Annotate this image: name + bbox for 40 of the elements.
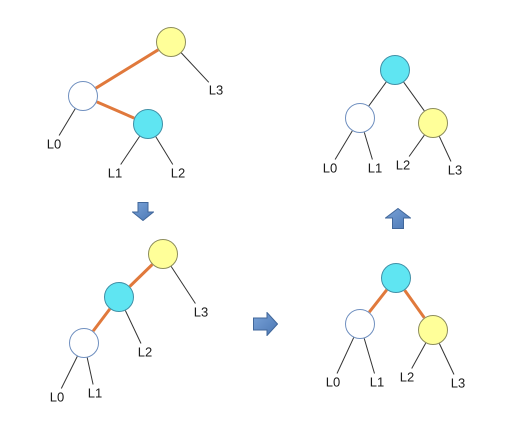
edge-line xyxy=(92,308,112,332)
edge-line xyxy=(408,134,425,157)
leaf-label: L0 xyxy=(322,160,338,176)
edge-line xyxy=(128,263,154,288)
edge-line xyxy=(60,356,78,389)
leaf-label: L2 xyxy=(400,368,414,386)
leaf-label: L3 xyxy=(448,162,462,178)
edge-line xyxy=(96,100,135,120)
edge-line xyxy=(95,48,159,90)
leaf-label: L0 xyxy=(46,136,62,152)
edge-line xyxy=(403,82,425,112)
edge-line xyxy=(170,266,196,304)
leaf-label: L1 xyxy=(370,374,384,390)
edge-line xyxy=(86,357,94,385)
edge-line xyxy=(438,136,452,162)
edge-line xyxy=(364,132,373,160)
leaf-label: L1 xyxy=(108,164,122,182)
edge-line xyxy=(411,342,426,369)
leaf-label: L3 xyxy=(194,304,208,320)
edge-line xyxy=(58,108,76,136)
edge-line xyxy=(403,289,426,319)
leaf-label: L0 xyxy=(50,388,64,406)
edge-line xyxy=(155,136,174,165)
leaf-label: L1 xyxy=(88,384,102,402)
leaf-label: L3 xyxy=(208,82,224,98)
leaf-label: L1 xyxy=(368,160,382,176)
edge-line xyxy=(336,337,354,374)
edge-line xyxy=(334,130,353,160)
leaf-label: L2 xyxy=(170,164,186,182)
edge-line xyxy=(438,343,454,375)
edge-line xyxy=(180,52,210,83)
edge-line xyxy=(364,338,375,374)
leaf-label: L2 xyxy=(396,156,410,174)
edge-line xyxy=(120,136,140,165)
edge-line xyxy=(368,288,388,314)
leaf-label: L3 xyxy=(450,374,466,392)
leaf-label: L2 xyxy=(138,344,152,360)
edge-line xyxy=(368,82,387,106)
edge-line xyxy=(124,310,142,344)
leaf-label: L0 xyxy=(326,374,340,390)
